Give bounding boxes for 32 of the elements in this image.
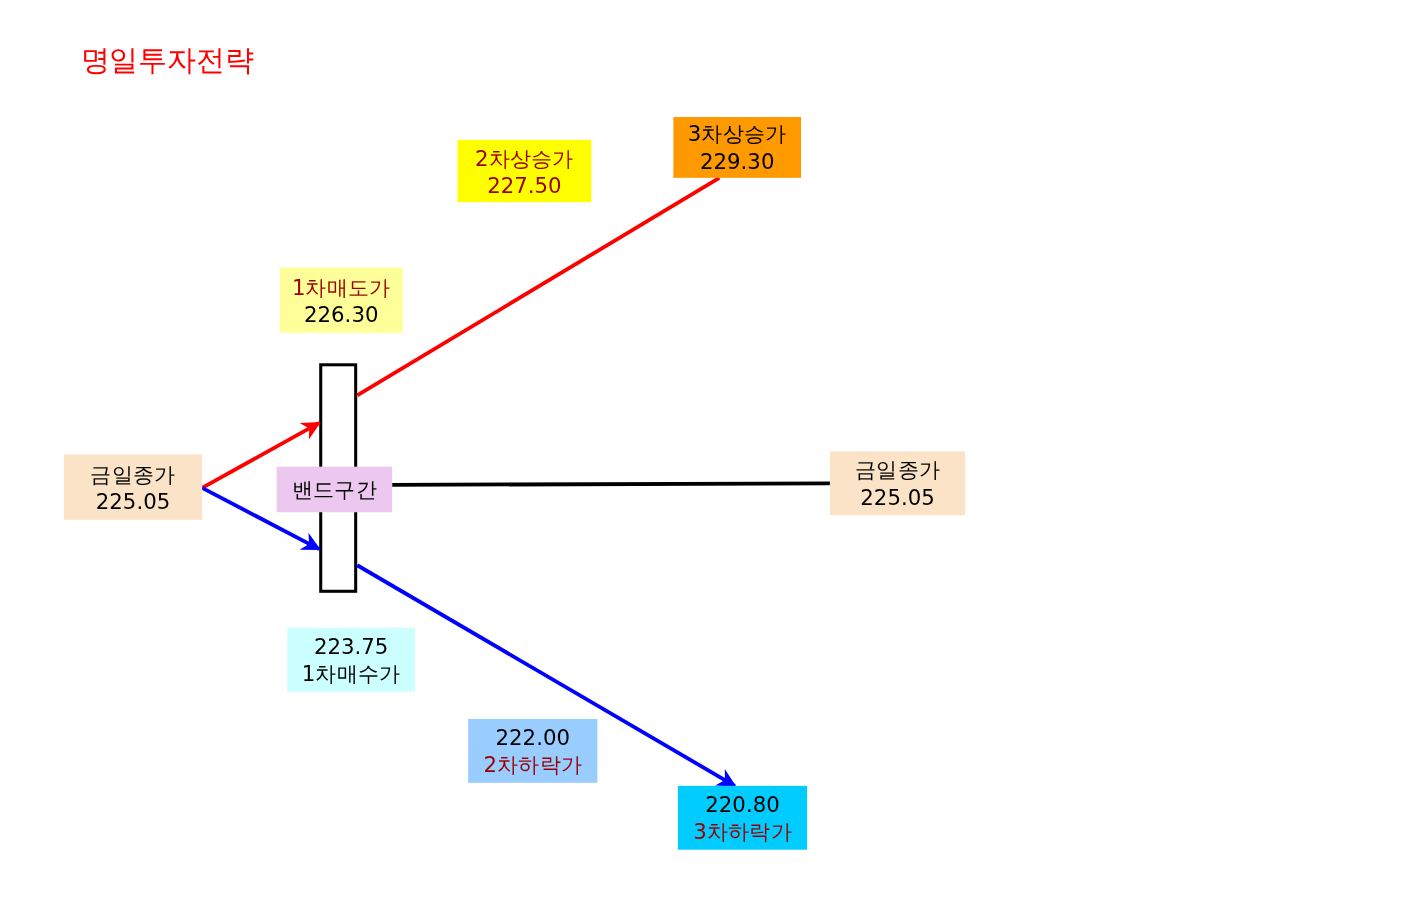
price-value: 227.50 <box>487 171 562 199</box>
price-value: 225.05 <box>95 487 171 515</box>
price-box <box>287 627 415 692</box>
price-label: 1차매수가 <box>301 660 401 688</box>
price-label: 금일종가 <box>855 456 941 484</box>
arrow <box>201 421 321 490</box>
price-value: 229.30 <box>699 147 775 175</box>
price-box <box>677 785 808 850</box>
price-box <box>457 139 592 203</box>
price-label: 3차상승가 <box>687 120 787 148</box>
price-value: 225.05 <box>860 483 935 511</box>
band-label-box <box>276 466 393 513</box>
price-label: 2차하락가 <box>483 751 583 779</box>
price-box <box>673 117 802 178</box>
price-value: 226.30 <box>304 300 379 328</box>
arrow <box>201 486 321 551</box>
connector-line <box>392 481 830 487</box>
price-label: 1차매도가 <box>291 273 391 301</box>
price-label: 금일종가 <box>90 460 176 488</box>
price-value: 222.00 <box>495 724 570 751</box>
price-box <box>279 267 403 333</box>
price-value: 220.80 <box>705 790 780 818</box>
price-label: 2차상승가 <box>475 144 574 171</box>
price-box <box>63 454 203 520</box>
price-value: 223.75 <box>313 632 389 660</box>
diagram-title: 명일투자전략 <box>80 41 254 78</box>
price-box <box>468 718 598 783</box>
price-box <box>829 451 966 516</box>
price-label: 3차하락가 <box>693 818 792 846</box>
connector-line <box>356 176 721 398</box>
price-label: 밴드구간 <box>291 476 377 504</box>
arrow <box>356 563 737 788</box>
